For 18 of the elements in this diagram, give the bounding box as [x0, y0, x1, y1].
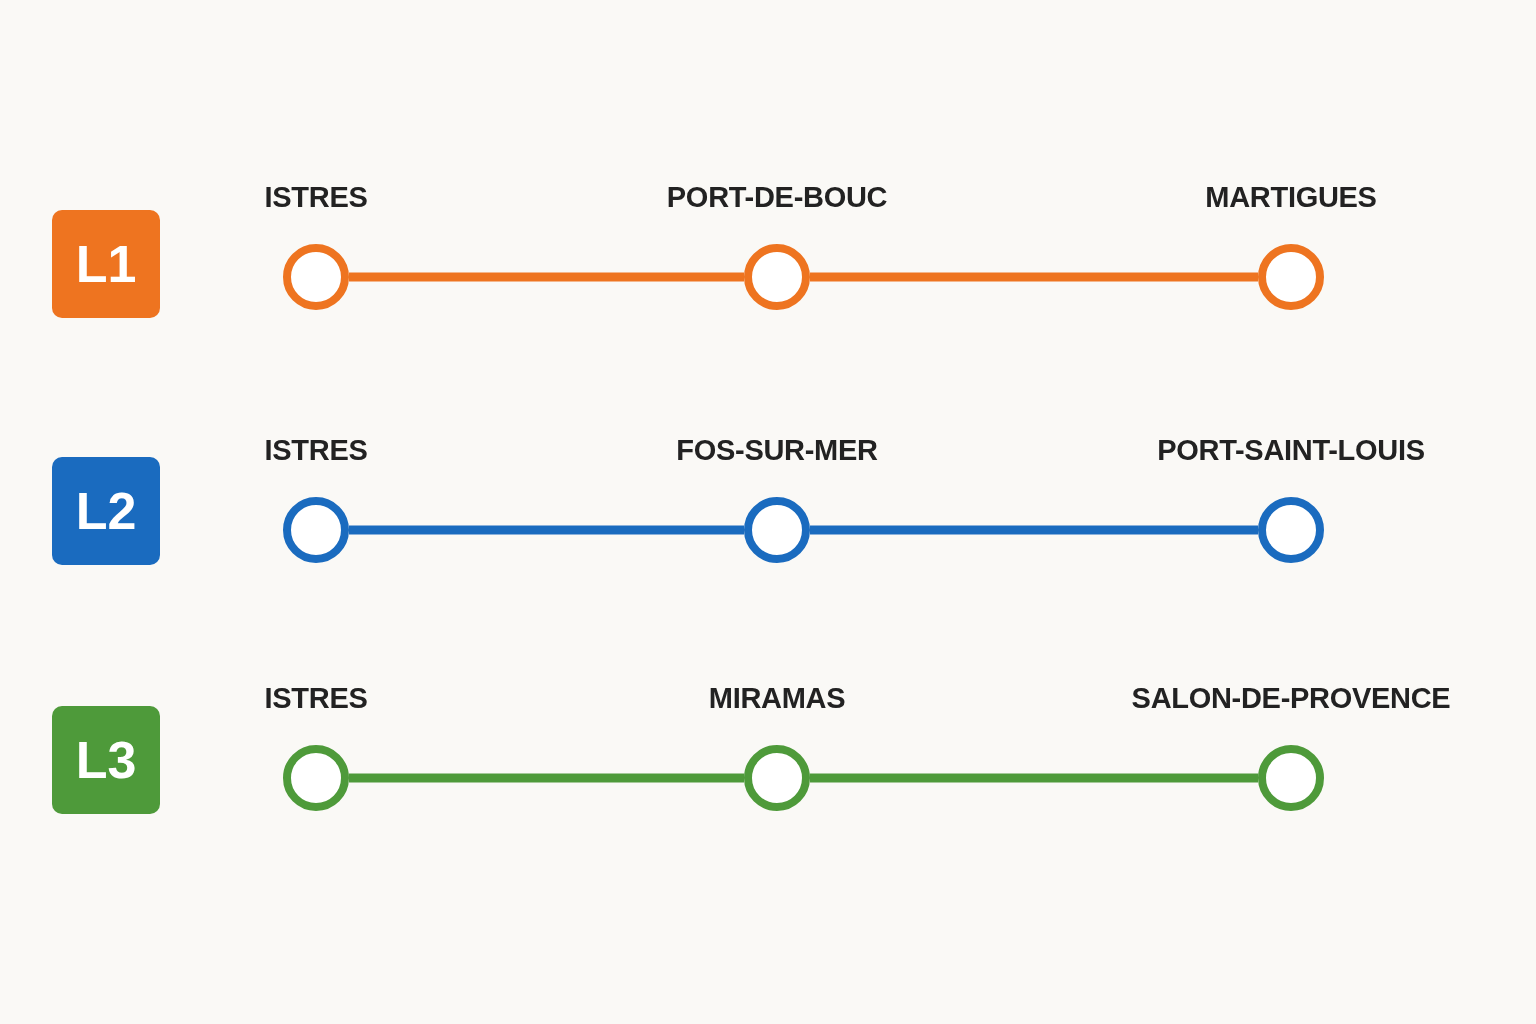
station-name: MIRAMAS: [708, 682, 846, 715]
line-segment: [349, 272, 744, 282]
station-name: SALON-DE-PROVENCE: [1131, 682, 1451, 715]
line-segment: [810, 272, 1258, 282]
line-badge: L2: [52, 457, 160, 565]
line-badge: L3: [52, 706, 160, 814]
line-segment: [810, 525, 1258, 535]
station-name: FOS-SUR-MER: [676, 434, 878, 467]
line-segment: [349, 525, 744, 535]
line-badge: L1: [52, 210, 160, 318]
station-name: PORT-SAINT-LOUIS: [1157, 434, 1425, 467]
station-name: MARTIGUES: [1205, 181, 1377, 214]
station-name: ISTRES: [264, 682, 368, 715]
station-name: ISTRES: [264, 181, 368, 214]
line-segment: [349, 773, 744, 783]
line-segment: [810, 773, 1258, 783]
station-name: ISTRES: [264, 434, 368, 467]
station-name: PORT-DE-BOUC: [666, 181, 888, 214]
